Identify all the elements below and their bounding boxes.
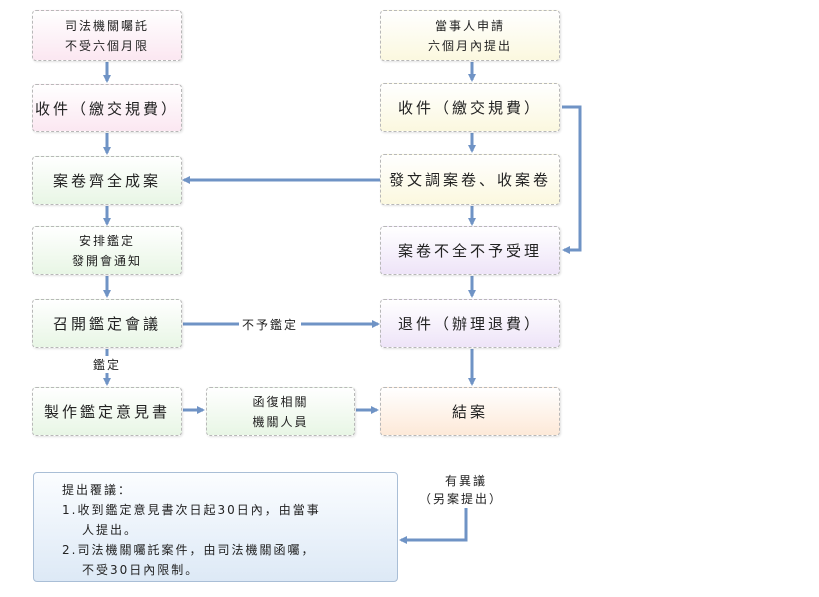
convene-meeting-label: 召開鑑定會議 xyxy=(52,315,161,333)
objection-label-line2: （另案提出） xyxy=(419,490,504,507)
return-refund-box: 退件（辦理退費） xyxy=(380,299,560,348)
left-receive-fee-box: 收件（繳交規費） xyxy=(32,84,182,132)
party-apply-line2: 六個月內提出 xyxy=(427,38,512,53)
write-opinion-box: 製作鑑定意見書 xyxy=(32,387,182,436)
party-apply-box: 當事人申請 六個月內提出 xyxy=(380,10,560,61)
request-files-box: 發文調案卷、收案卷 xyxy=(380,154,560,205)
note-item2-line1: 2.司法機關囑託案件，由司法機關函囑， xyxy=(62,543,316,557)
request-files-label: 發文調案卷、收案卷 xyxy=(388,171,551,189)
close-case-label: 結案 xyxy=(451,403,488,421)
reply-agencies-line1: 函復相關 xyxy=(252,394,309,409)
judicial-request-line1: 司法機關囑託 xyxy=(64,18,149,33)
note-title: 提出覆議： xyxy=(62,483,133,497)
note-item1-line1: 1.收到鑑定意見書次日起30日內，由當事 xyxy=(62,503,321,517)
arrow-close-to-note xyxy=(399,508,468,544)
incomplete-reject-box: 案卷不全不予受理 xyxy=(380,226,560,275)
party-apply-line1: 當事人申請 xyxy=(434,18,505,33)
appraisal-label: 鑑定 xyxy=(91,356,124,373)
return-refund-label: 退件（辦理退費） xyxy=(397,315,542,333)
reply-agencies-line2: 機關人員 xyxy=(252,414,309,429)
no-appraisal-label: 不予鑑定 xyxy=(239,316,302,333)
note-item1-line2: 人提出。 xyxy=(82,523,139,537)
schedule-meeting-line1: 安排鑑定 xyxy=(78,233,135,248)
left-receive-fee-label: 收件（繳交規費） xyxy=(34,99,179,118)
judicial-request-box: 司法機關囑託 不受六個月限 xyxy=(32,10,182,61)
arrow-fee-to-reject xyxy=(562,105,582,254)
note-item2-line2: 不受30日內限制。 xyxy=(82,563,200,577)
reply-agencies-box: 函復相關 機關人員 xyxy=(206,387,355,436)
incomplete-reject-label: 案卷不全不予受理 xyxy=(397,242,542,260)
right-receive-fee-label: 收件（繳交規費） xyxy=(397,99,542,117)
write-opinion-label: 製作鑑定意見書 xyxy=(43,403,170,421)
right-receive-fee-box: 收件（繳交規費） xyxy=(380,83,560,132)
case-complete-box: 案卷齊全成案 xyxy=(32,156,182,205)
objection-label-line1: 有異議 xyxy=(445,472,488,489)
schedule-meeting-box: 安排鑑定 發開會通知 xyxy=(32,226,182,275)
reconsideration-note: 提出覆議： 1.收到鑑定意見書次日起30日內，由當事 人提出。 2.司法機關囑託… xyxy=(33,472,398,582)
schedule-meeting-line2: 發開會通知 xyxy=(71,253,142,268)
judicial-request-line2: 不受六個月限 xyxy=(64,38,149,53)
case-complete-label: 案卷齊全成案 xyxy=(52,172,161,190)
close-case-box: 結案 xyxy=(380,387,560,436)
convene-meeting-box: 召開鑑定會議 xyxy=(32,299,182,348)
